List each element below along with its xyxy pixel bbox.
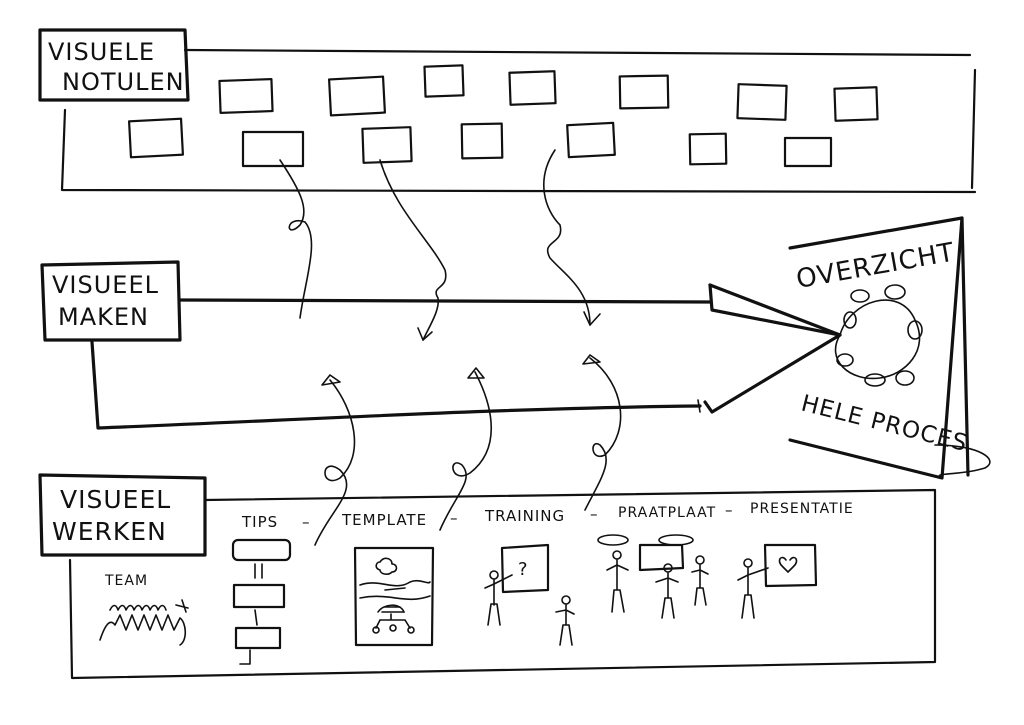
item-praatplaat: PRAATPLAAT — [618, 505, 716, 521]
minute-frame — [327, 75, 387, 117]
item-separator: – — [302, 513, 311, 531]
minute-frame — [736, 83, 788, 121]
werken-band — [68, 488, 937, 680]
minute-frame — [460, 122, 504, 160]
minute-frame — [127, 117, 185, 159]
werken-label-line1: VISUEEL — [60, 485, 171, 514]
notulen-label-line2: NOTULEN — [62, 68, 185, 96]
item-separator: – — [450, 509, 459, 527]
minute-frame — [566, 121, 616, 159]
maken-label-line1: VISUEEL — [52, 271, 159, 299]
item-presentatie: PRESENTATIE — [750, 501, 854, 517]
minute-frame — [833, 86, 879, 122]
minute-frame — [241, 130, 305, 168]
maken-label-line2: MAKEN — [58, 303, 149, 331]
werken-to-maken-arrows — [314, 354, 622, 546]
overview-title: OVERZICHT — [794, 238, 957, 295]
training-question: ? — [518, 559, 529, 580]
werken-label-line2: WERKEN — [52, 517, 167, 546]
maken-label-box: VISUEEL MAKEN — [40, 260, 182, 342]
notulen-band — [60, 48, 977, 194]
training-scene-icon: ? — [484, 543, 575, 646]
werken-items-row: TIPS – TEMPLATE – TRAINING – PRAATPLAAT … — [241, 501, 854, 531]
minute-frame — [618, 74, 670, 110]
notulen-to-maken-arrows — [279, 149, 601, 341]
process-arrow — [90, 283, 842, 430]
presentatie-scene-icon — [737, 543, 818, 619]
process-cycle — [834, 284, 923, 387]
team-label: TEAM — [104, 573, 148, 589]
item-separator: – — [725, 501, 734, 519]
notulen-label-box: VISUELE NOTULEN — [38, 28, 190, 102]
team-group: TEAM — [99, 573, 189, 646]
item-separator: – — [590, 505, 599, 523]
minute-frame — [361, 126, 413, 164]
template-sheet-icon — [353, 546, 435, 647]
item-template: TEMPLATE — [341, 511, 427, 529]
notulen-label-line1: VISUELE — [48, 38, 155, 66]
item-tips: TIPS — [241, 513, 278, 531]
item-training: TRAINING — [484, 507, 565, 525]
minute-frame — [423, 64, 465, 98]
werken-label-box: VISUEEL WERKEN — [38, 473, 207, 557]
minute-frame — [688, 132, 728, 166]
minute-frame — [508, 70, 557, 106]
tips-stack-icon — [231, 538, 292, 665]
minute-frame — [783, 136, 833, 168]
praatplaat-scene-icon — [597, 534, 709, 619]
notulen-frames — [127, 64, 879, 168]
minute-frame — [218, 78, 274, 114]
